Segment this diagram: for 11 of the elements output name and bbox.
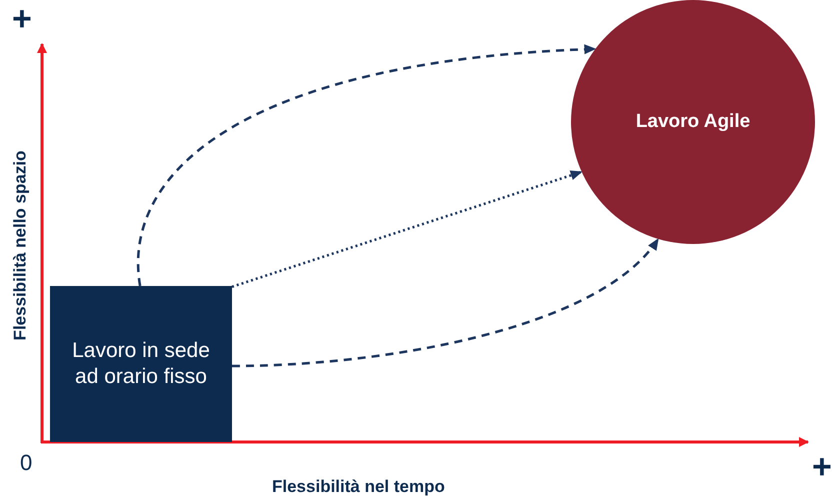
node-label: Lavoro in sede ad orario fisso: [71, 338, 211, 390]
axis-title: Flessibilità nel tempo: [272, 478, 445, 495]
plus-sign: +: [812, 450, 832, 484]
node-label: Lavoro Agile: [636, 110, 750, 134]
dashed-arrow: [232, 238, 660, 368]
axis-title: Flessibilità nello spazio: [11, 150, 28, 340]
origin-label: 0: [20, 452, 32, 474]
dashed-arrow: [137, 44, 596, 286]
plus-sign: +: [12, 2, 32, 36]
dotted-arrow: [232, 170, 583, 288]
box: [50, 286, 232, 442]
